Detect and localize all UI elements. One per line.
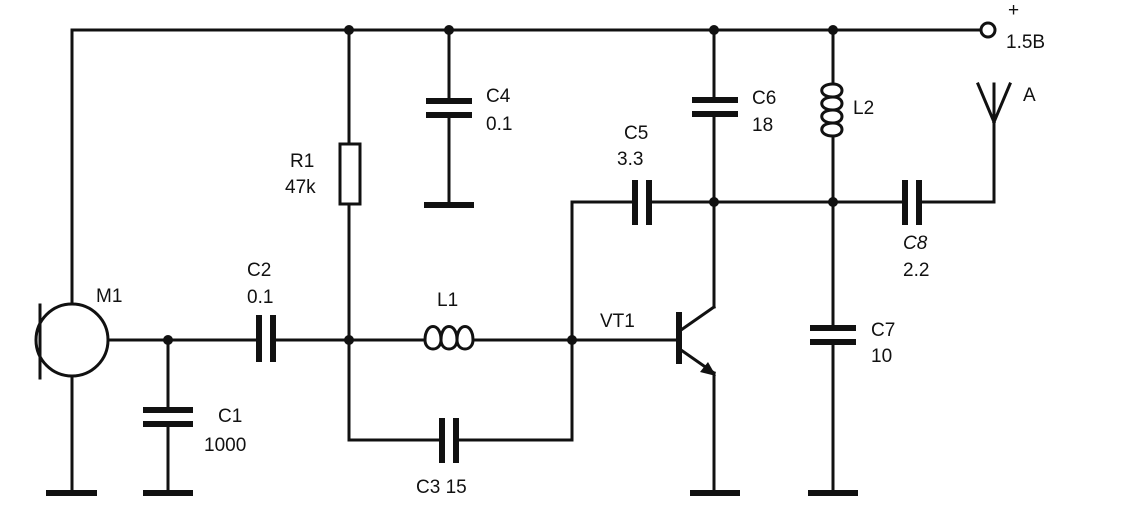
c8-name-label: C8: [903, 233, 928, 254]
c7-value-label: 10: [871, 346, 892, 367]
r1-name-label: R1: [290, 151, 314, 172]
supply-voltage-label: 1.5B: [1006, 32, 1045, 53]
c3-label: C3 15: [416, 477, 467, 498]
junction-dot: [163, 335, 173, 345]
junction-dot: [828, 197, 838, 207]
capacitor-c4: C4 0.1: [424, 28, 512, 208]
c6-value-label: 18: [752, 115, 773, 136]
resistor-r1: R1 47k: [285, 28, 362, 442]
inductor-l2: L2: [820, 28, 874, 327]
junction-dot: [567, 335, 577, 345]
c4-value-label: 0.1: [486, 114, 512, 135]
emitter-arrow: [700, 362, 716, 376]
junction-dots: [163, 25, 838, 345]
c5-value-label: 3.3: [617, 149, 643, 170]
junction-dot: [709, 25, 719, 35]
c1-name-label: C1: [218, 406, 242, 427]
c5-name-label: C5: [624, 123, 648, 144]
c7-name-label: C7: [871, 320, 895, 341]
capacitor-c6: C6 18: [692, 28, 776, 204]
r1-value-label: 47k: [285, 177, 316, 198]
m1-label: M1: [96, 286, 122, 307]
supply-plus-label: +: [1008, 0, 1019, 21]
capacitor-c7: C7 10: [808, 320, 895, 496]
capacitor-c8: C8 2.2: [902, 180, 996, 281]
capacitor-c5: C5 3.3: [570, 123, 716, 342]
c8-value-label: 2.2: [903, 260, 929, 281]
supply-terminal: [979, 21, 997, 39]
junction-dot: [709, 197, 719, 207]
inductor-l1: L1: [415, 290, 574, 351]
junction-dot: [344, 335, 354, 345]
antenna-a: A: [976, 82, 1036, 204]
microphone-m1: M1: [34, 286, 258, 496]
l2-label: L2: [853, 98, 874, 119]
c1-value-label: 1000: [204, 435, 246, 456]
antenna-label: A: [1023, 85, 1036, 106]
c2-value-label: 0.1: [247, 287, 273, 308]
supply-rail: + 1.5B: [70, 0, 1045, 307]
junction-dot: [444, 25, 454, 35]
c6-name-label: C6: [752, 88, 776, 109]
junction-dot: [344, 25, 354, 35]
capacitor-c2: C2 0.1: [247, 260, 417, 362]
l1-label: L1: [437, 290, 458, 311]
transistor-vt1: VT1: [570, 200, 740, 496]
capacitor-c1: C1 1000: [143, 338, 246, 496]
c4-name-label: C4: [486, 86, 511, 107]
vt1-label: VT1: [600, 311, 635, 332]
c2-name-label: C2: [247, 260, 271, 281]
capacitor-c3: C3 15: [347, 338, 574, 498]
junction-dot: [828, 25, 838, 35]
